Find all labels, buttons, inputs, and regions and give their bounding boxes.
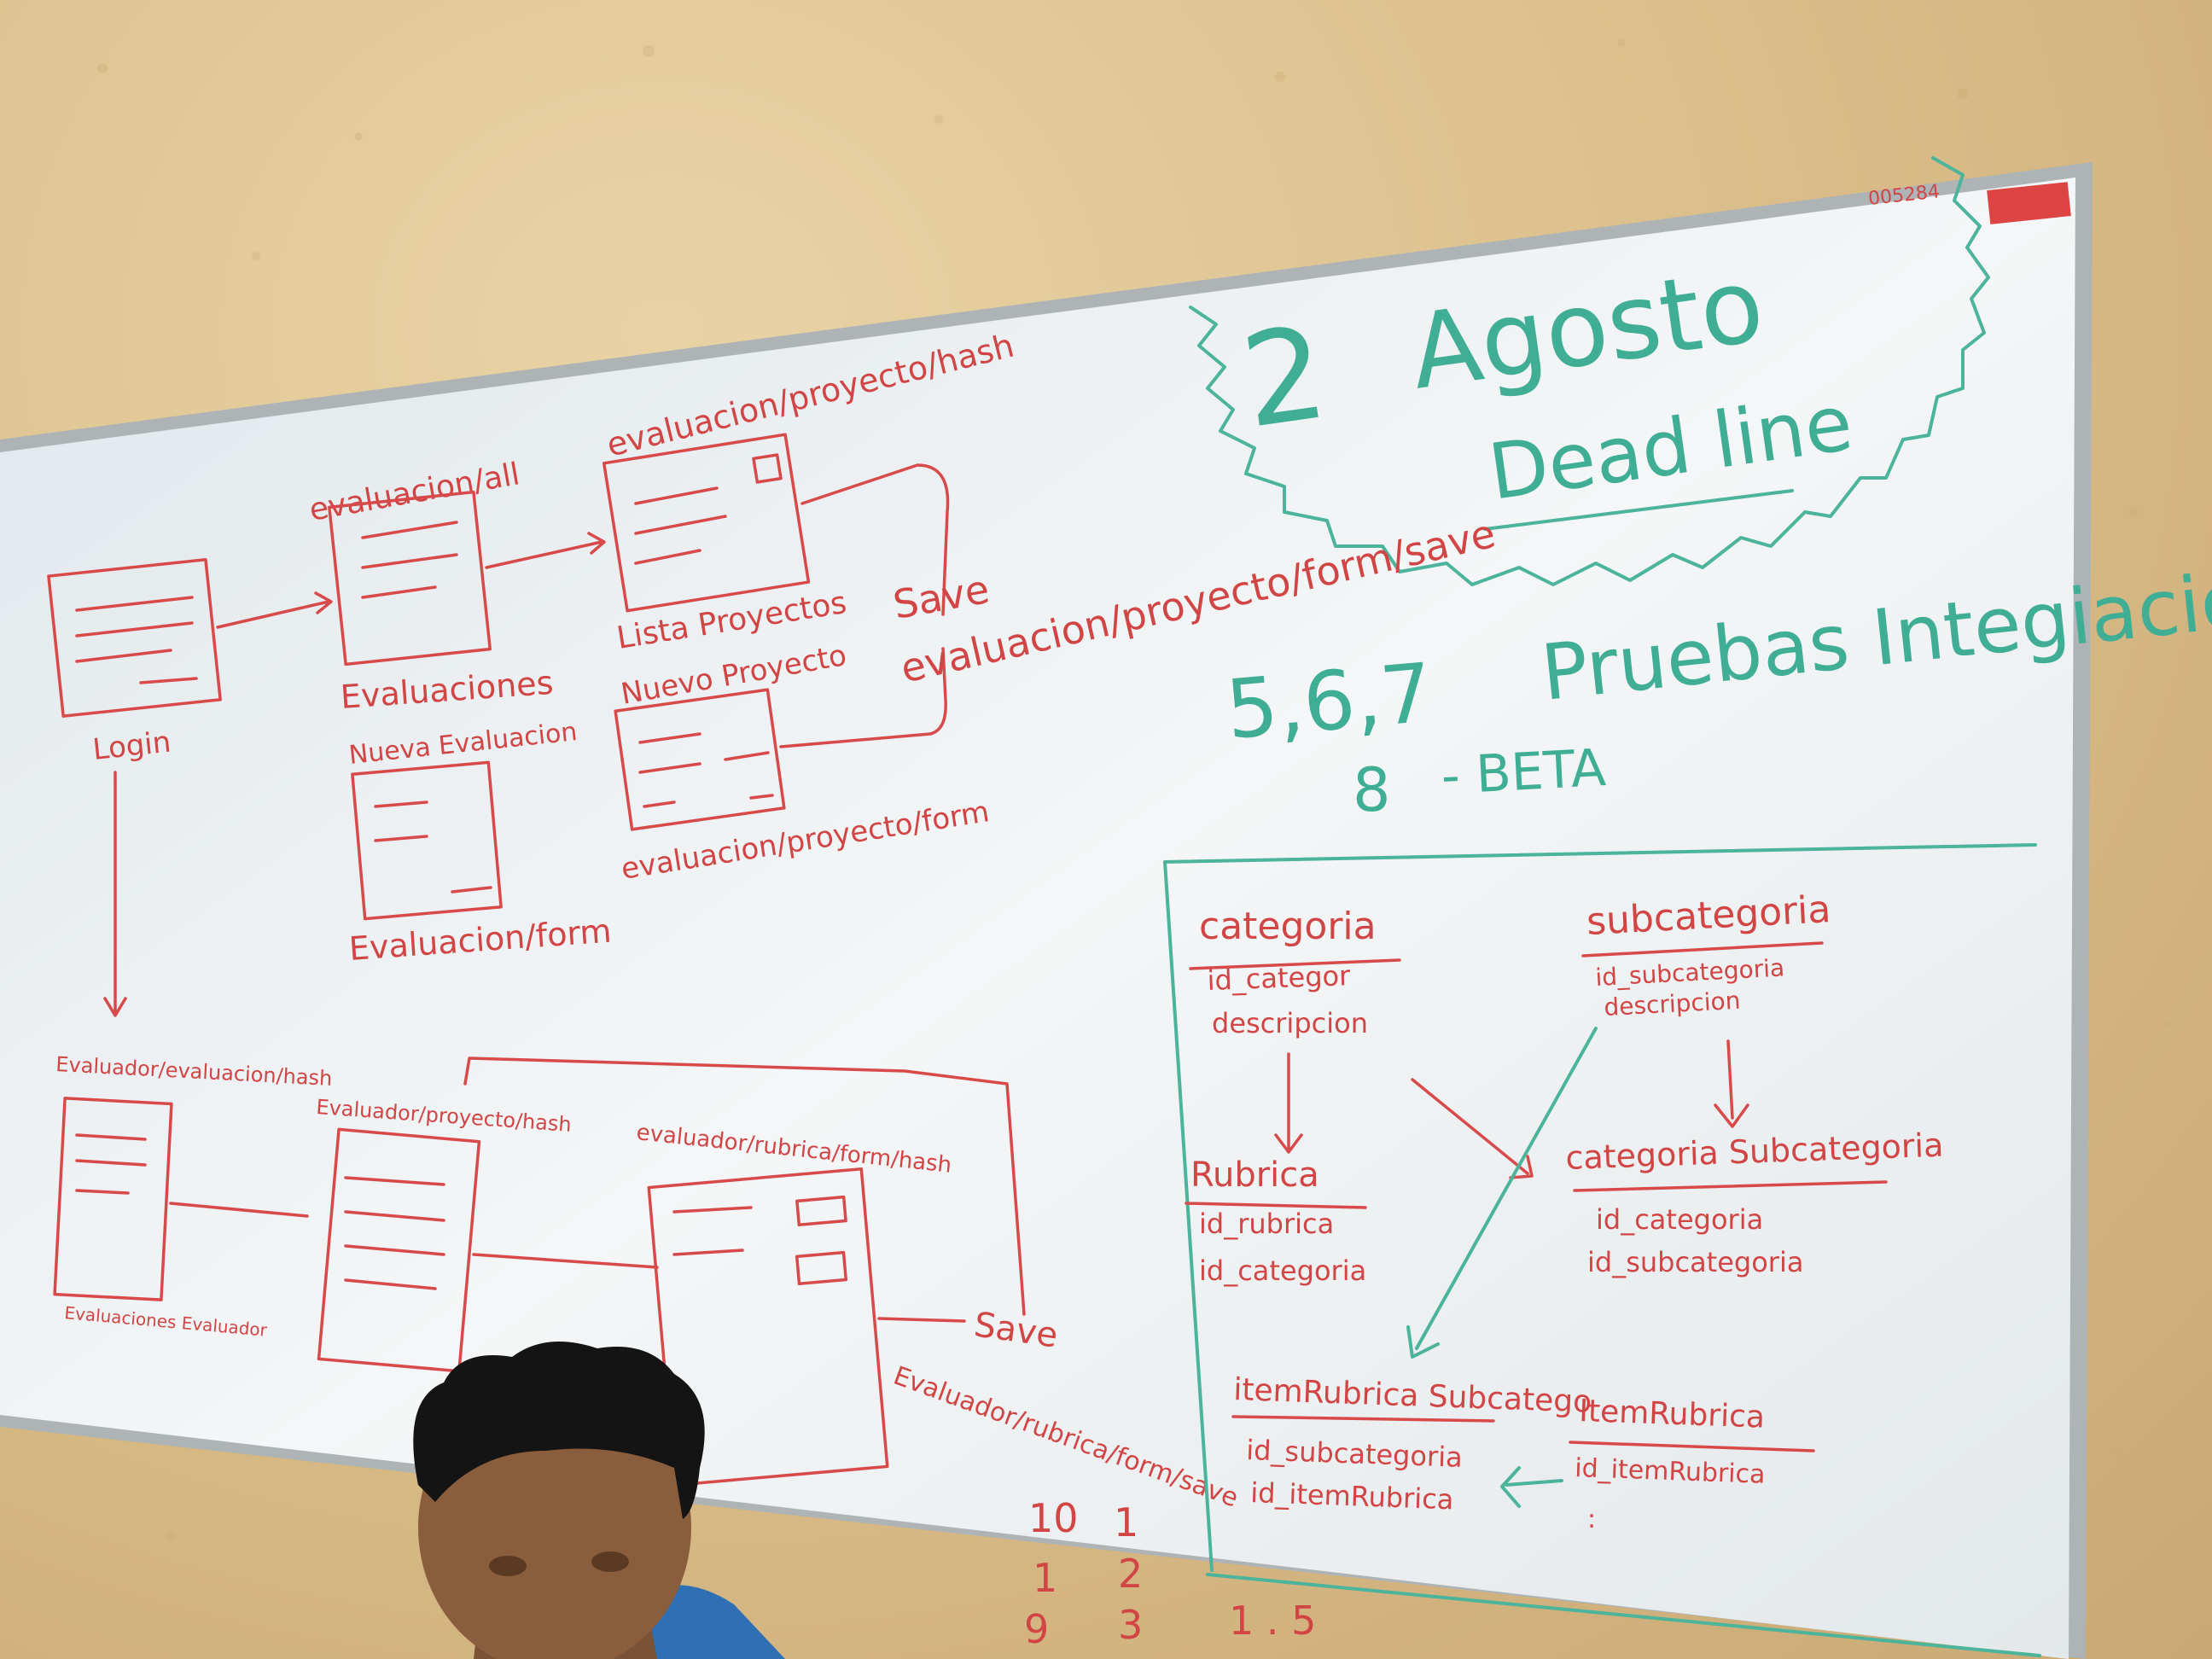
deadline-underline (1483, 489, 1794, 531)
evaluaciones-box (328, 490, 492, 667)
itemrubrica-title: ItemRubrica (1579, 1394, 1766, 1435)
itemsub-field-2: id_itemRubrica (1250, 1476, 1454, 1516)
save-bracket-bottom (779, 647, 947, 748)
rubrica-field-1: id_rubrica (1199, 1208, 1334, 1240)
rubrica-field-2: id_categoria (1199, 1254, 1366, 1287)
evaluador-list-box (53, 1097, 173, 1301)
arrow-categoria-rubrica (1274, 1052, 1303, 1154)
login-label: Login (91, 725, 172, 767)
categoria-title: categoria (1199, 905, 1377, 948)
person-hair (413, 1342, 705, 1519)
save-bracket-top (800, 463, 950, 616)
arrow-sub-itemsub (1406, 1027, 1598, 1359)
itemsub-field-1: id_subcategoria (1246, 1434, 1464, 1474)
arrow-item-itemsub (1500, 1466, 1563, 1508)
arrow-cat-catsub (1411, 1078, 1534, 1179)
lista-proyectos-box (602, 433, 811, 613)
num-1a: 1 (1033, 1555, 1057, 1601)
nuevo-proyecto-box (614, 688, 786, 831)
schema-block: categoria id_categor descripcion subcate… (1163, 843, 2041, 1657)
catsub-field-1: id_categoria (1596, 1203, 1763, 1236)
catsub-field-2: id_subcategoria (1587, 1246, 1803, 1278)
evaluador-proyecto-box (317, 1127, 481, 1373)
num-10: 10 (1028, 1495, 1079, 1541)
arrow-login-eval (216, 591, 333, 629)
num-1-5: 1 . 5 (1229, 1598, 1316, 1644)
num-9: 9 (1024, 1606, 1049, 1652)
arrow-eval-proyectos (485, 532, 606, 569)
itemrubrica-field-1: id_itemRubrica (1575, 1453, 1766, 1490)
person (413, 1342, 785, 1659)
number-notes: 10 1 9 1 2 3 1 . 5 (1024, 1495, 1316, 1652)
nueva-evaluacion-box (351, 760, 503, 921)
schema-frame (1163, 843, 2041, 1657)
evaluador-rubrica-box (647, 1167, 889, 1487)
arrow-login-down (103, 771, 127, 1017)
serial-sticker (1987, 182, 2071, 224)
num-2: 2 (1118, 1551, 1143, 1597)
arrow-sub-catsub (1714, 1039, 1749, 1128)
whiteboard-surface (0, 178, 2075, 1659)
num-3: 3 (1118, 1602, 1143, 1648)
wall-texture (97, 38, 2172, 1541)
itemrubrica-field-2: : (1587, 1505, 1596, 1534)
login-box (47, 557, 222, 718)
return-bracket (463, 1057, 1026, 1316)
categoria-field-2: descripcion (1212, 1007, 1368, 1039)
categoria-field-1: id_categor (1207, 959, 1352, 997)
rubrica-title: Rubrica (1190, 1155, 1319, 1195)
deadline-zigzag (1189, 156, 1990, 586)
beta-label: - BETA (1440, 738, 1607, 806)
pruebas-days: 5,6,7 (1222, 646, 1435, 758)
beta-day: 8 (1353, 755, 1391, 825)
num-1b: 1 (1114, 1499, 1138, 1545)
